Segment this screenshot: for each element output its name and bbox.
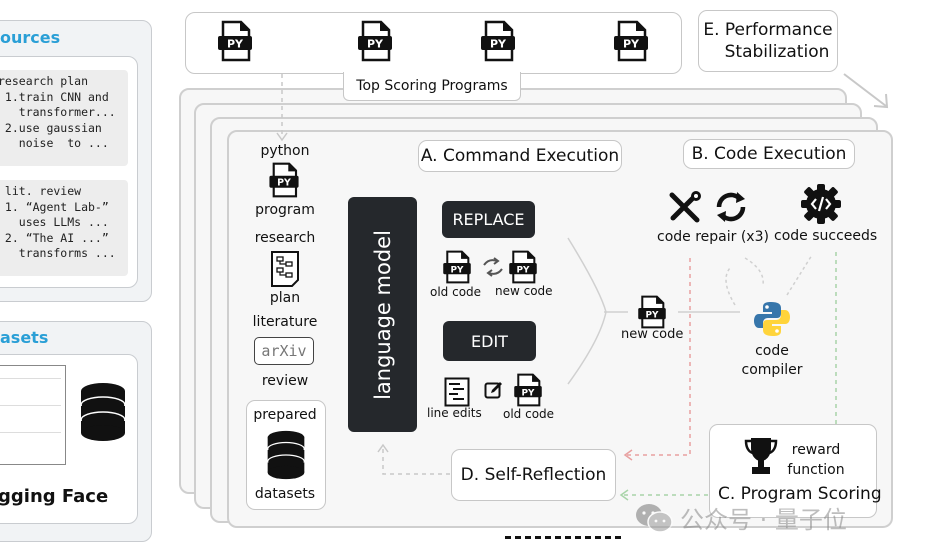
reward-function-line2: function (787, 462, 845, 478)
stage-c-program-scoring-box (709, 424, 877, 518)
research-plan-label-top: research (254, 230, 316, 246)
watermark-text: 公众号 · 量子位 (680, 506, 847, 534)
sources-heading: ources (0, 28, 61, 47)
replace-command-button[interactable]: REPLACE (442, 201, 535, 238)
wechat-icon (636, 503, 673, 533)
dashed-arrow-to-succeeds (786, 254, 813, 296)
code-success-gear-icon (801, 184, 841, 224)
code-compiler-line2: compiler (741, 362, 803, 378)
merged-new-code-label: new code (621, 327, 684, 342)
retry-cycle-icon (716, 192, 746, 222)
merge-curve-replace (567, 237, 607, 313)
stage-e-label-line1: E. Performance (703, 20, 833, 40)
replace-old-code-label: old code (430, 285, 482, 299)
research-plan-label-bottom: plan (269, 290, 301, 306)
code-compiler-line1: code (755, 343, 789, 359)
edit-pencil-icon (484, 382, 502, 399)
watermark: 公众号 · 量子位 (634, 500, 847, 535)
top-scoring-programs-label: Top Scoring Programs (343, 72, 521, 101)
dashed-loop-repair (725, 267, 736, 306)
dashed-arrow-reflection-to-lm (382, 447, 450, 475)
literature-review-label-top: literature (252, 314, 318, 330)
trophy-icon (744, 438, 778, 474)
prepared-datasets-database-icon (267, 430, 305, 480)
arxiv-logo: arXiv (254, 337, 314, 365)
hugging-face-brand: gging Face (0, 486, 109, 507)
stage-e-performance-stabilization: E. Performance Stabilization (698, 10, 838, 72)
python-program-label-bottom: program (255, 202, 315, 218)
research-plan-icon (271, 251, 299, 287)
stage-a-command-execution: A. Command Execution (418, 140, 622, 172)
edit-old-code-file-icon (513, 373, 543, 407)
reward-function-label: reward function (786, 440, 846, 480)
cropped-bottom-text (505, 532, 625, 540)
failure-path-to-reflection (626, 258, 691, 456)
old-code-file-icon (442, 250, 472, 284)
prepared-datasets-label-top: prepared (253, 407, 317, 423)
merged-new-code-icon (636, 295, 668, 329)
prepared-datasets-box (246, 400, 326, 510)
dataset-preview-thumbnail (0, 365, 66, 465)
code-succeeds-label: code succeeds (774, 228, 878, 244)
stage-e-label-line2: Stabilization (724, 42, 830, 62)
preview-row (0, 405, 61, 406)
reward-function-line1: reward (791, 442, 841, 458)
tools-icon (669, 191, 701, 223)
line-edits-label: line edits (427, 406, 482, 420)
python-compiler-icon (754, 302, 790, 336)
line-edits-icon (444, 377, 470, 407)
language-model-label: language model (370, 229, 395, 400)
literature-review-label-bottom: review (261, 373, 309, 389)
arxiv-text: arXiv (261, 342, 307, 360)
stage-c-label: C. Program Scoring (718, 484, 882, 504)
database-icon (80, 383, 126, 441)
arrow-e-to-stack (843, 73, 889, 109)
datasets-heading: asets (0, 328, 49, 347)
merge-curve-edit (567, 311, 607, 385)
research-plan-snippet: research plan 1.train CNN and transforme… (0, 70, 128, 166)
edit-command-button[interactable]: EDIT (443, 321, 536, 361)
new-code-file-icon (508, 250, 538, 284)
stage-d-self-reflection: D. Self-Reflection (451, 449, 616, 501)
edit-old-code-label: old code (503, 407, 555, 421)
code-compiler-label: code compiler (740, 342, 804, 380)
swap-arrows-icon (483, 257, 503, 277)
code-repair-label: code repair (x3) (657, 229, 769, 245)
replace-new-code-label: new code (495, 284, 553, 298)
lit-review-snippet: lit. review 1. “Agent Lab-” uses LLMs ..… (0, 180, 128, 276)
language-model-block: language model (348, 197, 417, 432)
stage-b-code-execution: B. Code Execution (683, 139, 855, 169)
preview-row (0, 432, 61, 433)
python-program-label-top: python (260, 143, 310, 159)
preview-row (0, 378, 61, 379)
prepared-datasets-label-bottom: datasets (254, 486, 316, 502)
python-program-icon (266, 162, 302, 198)
